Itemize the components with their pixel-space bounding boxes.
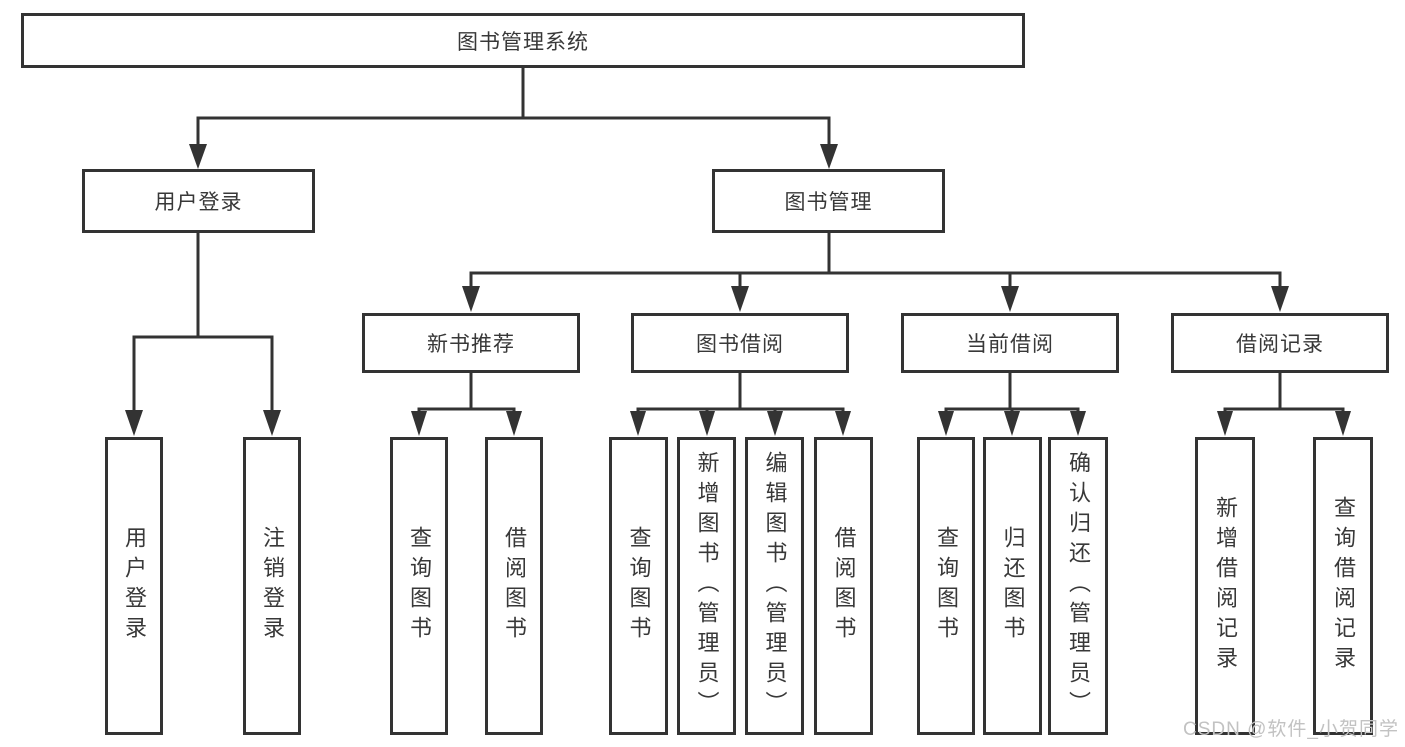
arrowhead-icon xyxy=(630,411,646,436)
node-leaf-borrow-books-borrowing: 借阅图书 xyxy=(814,437,873,735)
connector-book-management-to-level3 xyxy=(469,233,1282,290)
arrowhead-icon xyxy=(506,411,522,436)
node-leaf-query-books-borrowing: 查询图书 xyxy=(609,437,668,735)
arrowhead-icon xyxy=(1004,411,1020,436)
arrowhead-icon xyxy=(820,144,838,169)
arrowhead-icon xyxy=(1217,411,1233,436)
connector-book-borrowing-to-leaves xyxy=(636,373,845,413)
node-label: 编辑图书（管理员） xyxy=(762,451,788,721)
node-leaf-query-books-recommend: 查询图书 xyxy=(390,437,448,735)
node-label: 用户登录 xyxy=(154,191,243,214)
node-user-login: 用户登录 xyxy=(82,169,315,233)
connector-new-book-recommend-to-leaves xyxy=(417,373,516,413)
node-leaf-return-book: 归还图书 xyxy=(983,437,1042,735)
node-leaf-query-borrow-record: 查询借阅记录 xyxy=(1313,437,1373,735)
node-current-borrowing: 当前借阅 xyxy=(901,313,1119,373)
node-label: 图书借阅 xyxy=(696,333,784,356)
arrowhead-icon xyxy=(1001,286,1019,312)
node-leaf-add-borrow-record: 新增借阅记录 xyxy=(1195,437,1255,735)
node-book-management: 图书管理 xyxy=(712,169,945,233)
node-new-book-recommend: 新书推荐 xyxy=(362,313,580,373)
node-label: 新增图书（管理员） xyxy=(694,451,720,721)
arrowhead-icon xyxy=(835,411,851,436)
node-label: 查询图书 xyxy=(407,526,432,646)
connector-root-to-level2 xyxy=(196,68,831,148)
node-label: 查询图书 xyxy=(626,526,652,646)
node-root: 图书管理系统 xyxy=(21,13,1025,68)
node-label: 图书管理 xyxy=(784,191,873,214)
arrowhead-icon xyxy=(189,144,207,169)
csdn-watermark: CSDN @软件_小贺同学 xyxy=(1183,719,1399,740)
node-label: 用户登录 xyxy=(122,526,147,646)
arrowhead-icon xyxy=(938,411,954,436)
arrowhead-icon xyxy=(125,410,143,436)
connector-current-borrowing-to-leaves xyxy=(944,373,1080,413)
arrowhead-icon xyxy=(411,411,427,436)
node-label: 查询借阅记录 xyxy=(1331,496,1356,676)
node-label: 归还图书 xyxy=(1000,526,1026,646)
arrowhead-icon xyxy=(1335,411,1351,436)
node-label: 当前借阅 xyxy=(966,333,1054,356)
connector-borrowing-records-to-leaves xyxy=(1223,373,1345,413)
node-leaf-edit-book-admin: 编辑图书（管理员） xyxy=(745,437,804,735)
arrowhead-icon xyxy=(731,286,749,312)
arrowheads xyxy=(125,144,1351,436)
node-borrowing-records: 借阅记录 xyxy=(1171,313,1389,373)
arrowhead-icon xyxy=(263,410,281,436)
node-root-label: 图书管理系统 xyxy=(457,30,589,54)
arrowhead-icon xyxy=(462,286,480,312)
node-label: 新书推荐 xyxy=(427,333,515,356)
arrowhead-icon xyxy=(767,411,783,436)
node-label: 借阅图书 xyxy=(502,526,527,646)
node-label: 查询图书 xyxy=(934,526,959,646)
node-label: 借阅图书 xyxy=(831,526,857,646)
node-label: 注销登录 xyxy=(260,526,285,646)
node-leaf-borrow-books-recommend: 借阅图书 xyxy=(485,437,543,735)
node-leaf-confirm-return-admin: 确认归还（管理员） xyxy=(1048,437,1108,735)
node-book-borrowing: 图书借阅 xyxy=(631,313,849,373)
node-leaf-logout: 注销登录 xyxy=(243,437,301,735)
connector-user-login-to-leaves xyxy=(132,233,274,413)
arrowhead-icon xyxy=(1070,411,1086,436)
arrowhead-icon xyxy=(1271,286,1289,312)
node-leaf-query-books-current: 查询图书 xyxy=(917,437,975,735)
node-label: 确认归还（管理员） xyxy=(1066,451,1091,721)
node-leaf-user-login: 用户登录 xyxy=(105,437,163,735)
node-label: 新增借阅记录 xyxy=(1213,496,1238,676)
arrowhead-icon xyxy=(699,411,715,436)
node-leaf-add-book-admin: 新增图书（管理员） xyxy=(677,437,736,735)
node-label: 借阅记录 xyxy=(1236,333,1324,356)
